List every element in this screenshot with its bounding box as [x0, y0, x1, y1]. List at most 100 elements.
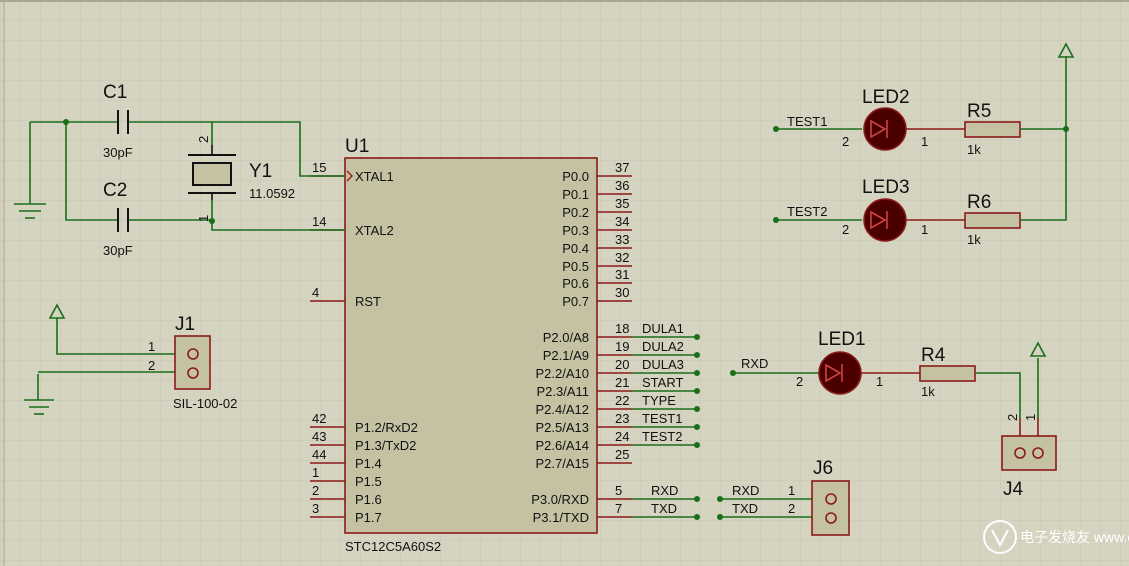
mcu-pin-name: P3.1/TXD: [533, 510, 589, 525]
r6-ref: R6: [967, 192, 991, 213]
mcu-pin-number: 22: [615, 393, 629, 408]
led1-pin-a: 2: [796, 374, 803, 389]
mcu-pin-name: P1.5: [355, 474, 382, 489]
mcu-pin-number: 34: [615, 214, 629, 229]
mcu-pin-number: 42: [312, 411, 326, 426]
wire-r4-j4: [975, 372, 1021, 418]
led2-pin-a: 2: [842, 134, 849, 149]
mcu-net-end: [694, 406, 700, 412]
c2-ref: C2: [103, 180, 127, 201]
led3-pin-k: 1: [921, 222, 928, 237]
mcu-pin-number: 30: [615, 285, 629, 300]
mcu-pin-name: P2.2/A10: [536, 366, 590, 381]
mcu-pin-name: P3.0/RXD: [531, 492, 589, 507]
net-end-rxd: [730, 370, 736, 376]
mcu-right-pins: 37P0.036P0.135P0.234P0.333P0.432P0.531P0…: [531, 160, 700, 525]
capacitor-c1[interactable]: C1 30pF: [103, 82, 133, 160]
mcu-net-end: [694, 352, 700, 358]
mcu-pin-number: 43: [312, 429, 326, 444]
net-end-test1: [773, 126, 779, 132]
watermark: 电子发烧友 www.elecfans.com: [983, 520, 1129, 554]
junction-y1: [209, 218, 215, 224]
mcu-pin-number: 15: [312, 160, 326, 175]
mcu-pin-number: 32: [615, 250, 629, 265]
j6-ref: J6: [813, 458, 833, 479]
mcu-net-end: [694, 370, 700, 376]
resistor-r6[interactable]: R6 1k: [964, 192, 1021, 247]
net-end-test2: [773, 217, 779, 223]
j6-net1: RXD: [732, 483, 759, 498]
watermark-text: 电子发烧友 www.elecfans.com: [1020, 529, 1129, 545]
j4-pin2: 2: [1005, 414, 1020, 421]
mcu-pin-name: RST: [355, 294, 381, 309]
wire-j1-pin1: [56, 318, 175, 355]
mcu-pin-name: XTAL2: [355, 223, 394, 238]
j6-net2: TXD: [732, 501, 758, 516]
mcu-pin-number: 21: [615, 375, 629, 390]
crystal-y1[interactable]: 2 1 Y1 11.0592: [188, 136, 295, 222]
mcu-pin-name: P0.4: [562, 241, 589, 256]
clock-pin-marker: [346, 170, 353, 182]
mcu-pin-number: 44: [312, 447, 326, 462]
mcu-pin-number: 33: [615, 232, 629, 247]
resistor-r5[interactable]: R5 1k: [964, 101, 1021, 157]
mcu-pin-number: 25: [615, 447, 629, 462]
mcu-net-label: TEST1: [642, 411, 682, 426]
mcu-pin-number: 31: [615, 267, 629, 282]
j1-ref: J1: [175, 314, 195, 335]
mcu-pin-name: P2.0/A8: [543, 330, 589, 345]
mcu-pin-name: P1.6: [355, 492, 382, 507]
mcu-pin-name: P0.2: [562, 205, 589, 220]
wire-xtal2: [128, 219, 345, 231]
y1-pin-top: 2: [196, 136, 211, 143]
mcu-net-label: DULA1: [642, 321, 684, 336]
wire-xtal1: [128, 121, 345, 177]
mcu-net-end: [694, 334, 700, 340]
connector-j6[interactable]: RXD TXD 1 2 J6: [717, 458, 850, 536]
mcu-ref: U1: [345, 136, 369, 157]
crystal-circuit: C1 30pF C2 30pF 2 1 Y1 11.0592: [14, 82, 345, 258]
j4-ref: J4: [1003, 479, 1024, 500]
connector-j1[interactable]: 1 2 J1 SIL-100-02: [24, 303, 237, 415]
ground-symbol-j1: [24, 399, 54, 415]
led2-ref: LED2: [862, 87, 910, 108]
r4-value: 1k: [921, 384, 935, 399]
mcu-pin-number: 18: [615, 321, 629, 336]
led-led3[interactable]: 2 1 LED3: [842, 177, 928, 242]
mcu-net-label: TYPE: [642, 393, 676, 408]
connector-j4[interactable]: 2 1 J4: [1001, 414, 1057, 500]
wire-c2-left: [65, 122, 118, 221]
mcu-body[interactable]: [344, 157, 598, 534]
mcu-pin-name: P0.0: [562, 169, 589, 184]
mcu-pin-name: P0.3: [562, 223, 589, 238]
mcu-net-end: [694, 424, 700, 430]
mcu-pin-number: 4: [312, 285, 319, 300]
mcu-pin-name: P2.5/A13: [536, 420, 590, 435]
led2-pin-k: 1: [921, 134, 928, 149]
mcu-net-label: TXD: [651, 501, 677, 516]
mcu-pin-number: 36: [615, 178, 629, 193]
wire-r6-vcc: [1020, 56, 1067, 221]
c2-value: 30pF: [103, 243, 133, 258]
watermark-logo-icon: [983, 520, 1017, 554]
mcu-pin-name: P2.1/A9: [543, 348, 589, 363]
resistor-r4[interactable]: R4 1k: [919, 345, 976, 399]
mcu-net-end: [694, 514, 700, 520]
mcu-pin-name: P1.3/TxD2: [355, 438, 416, 453]
capacitor-c2[interactable]: C2 30pF: [103, 180, 133, 258]
y1-value: 11.0592: [249, 186, 295, 201]
mcu-pin-number: 5: [615, 483, 622, 498]
mcu-net-label: START: [642, 375, 683, 390]
mcu-pin-number: 3: [312, 501, 319, 516]
mcu-pin-number: 37: [615, 160, 629, 175]
mcu-pin-name: P2.3/A11: [536, 384, 589, 399]
mcu-net-end: [694, 442, 700, 448]
led1-pin-k: 1: [876, 374, 883, 389]
mcu-pin-name: P1.4: [355, 456, 382, 471]
mcu-u1[interactable]: U1 STC12C5A60S2 15XTAL114XTAL24RST42P1.2…: [310, 136, 700, 554]
led1-net-label: RXD: [741, 356, 768, 371]
led1-ref: LED1: [818, 329, 866, 350]
led3-pin-a: 2: [842, 222, 849, 237]
